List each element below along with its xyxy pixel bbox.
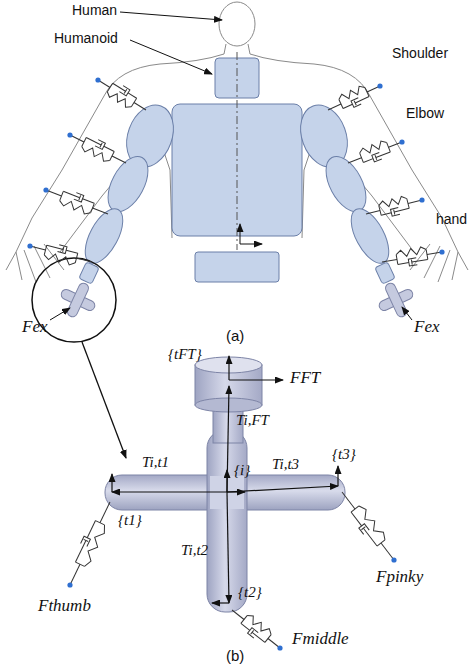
force-label: FFT — [290, 369, 320, 388]
transform-label: Ti,t2 — [181, 542, 208, 559]
force-label: Fthumb — [38, 597, 91, 616]
frame-label: {t2} — [238, 584, 262, 601]
attach-dot — [391, 557, 396, 562]
spring-damper — [43, 182, 111, 222]
spring-damper — [345, 134, 405, 171]
attach-dot — [439, 249, 444, 254]
leader-arrow — [50, 308, 70, 320]
humanoid-pelvis — [195, 252, 279, 282]
force-label: Fex — [414, 318, 439, 337]
attach-dot — [399, 139, 404, 144]
frame-label: {i} — [234, 462, 250, 479]
panel-tag: (b) — [226, 648, 244, 665]
attach-dot — [43, 187, 48, 192]
frame-label: {tFT} — [168, 346, 202, 363]
spring-damper — [381, 244, 444, 271]
part-name: Humanoid — [54, 31, 118, 46]
force-label: Fex — [22, 318, 47, 337]
zoom-arrow — [82, 342, 126, 458]
attach-dot — [95, 77, 100, 82]
force-label: Fmiddle — [292, 630, 349, 649]
panel-tag: (a) — [226, 328, 244, 345]
spring-damper — [93, 73, 150, 117]
transform-label: Ti,FT — [236, 412, 269, 429]
spring-damper — [28, 238, 94, 270]
spring-damper — [227, 603, 286, 654]
transform-label: Ti,t1 — [142, 454, 169, 471]
attach-dot — [67, 132, 72, 137]
axis-arrow — [240, 244, 262, 245]
handle-body — [105, 357, 345, 612]
part-name: hand — [436, 212, 467, 227]
axis-arrow — [240, 224, 241, 244]
part-name: Human — [72, 3, 117, 18]
frame-arrow — [112, 356, 338, 603]
attach-dot — [277, 645, 282, 650]
frame-label: {t1} — [118, 512, 142, 529]
humanoid-arm — [54, 98, 182, 324]
transform-label: Ti,t3 — [272, 456, 299, 473]
spring-damper — [364, 192, 424, 222]
spring-damper — [335, 487, 401, 565]
human-head — [219, 2, 255, 46]
attach-dot — [377, 83, 382, 88]
center-line — [237, 52, 238, 250]
spring-damper — [66, 127, 130, 170]
force-label: Fpinky — [376, 568, 423, 587]
leader-arrow — [402, 307, 412, 320]
spring-damper — [62, 498, 117, 588]
leader-arrow — [120, 12, 222, 20]
leader-arrow — [130, 40, 212, 74]
frame-label: {t3} — [332, 446, 356, 463]
spring-damper — [324, 78, 383, 117]
attach-dot — [419, 197, 424, 202]
attach-dot — [67, 582, 72, 587]
part-name: Shoulder — [392, 46, 448, 61]
attach-dot — [27, 243, 32, 248]
part-name: Elbow — [406, 106, 444, 121]
